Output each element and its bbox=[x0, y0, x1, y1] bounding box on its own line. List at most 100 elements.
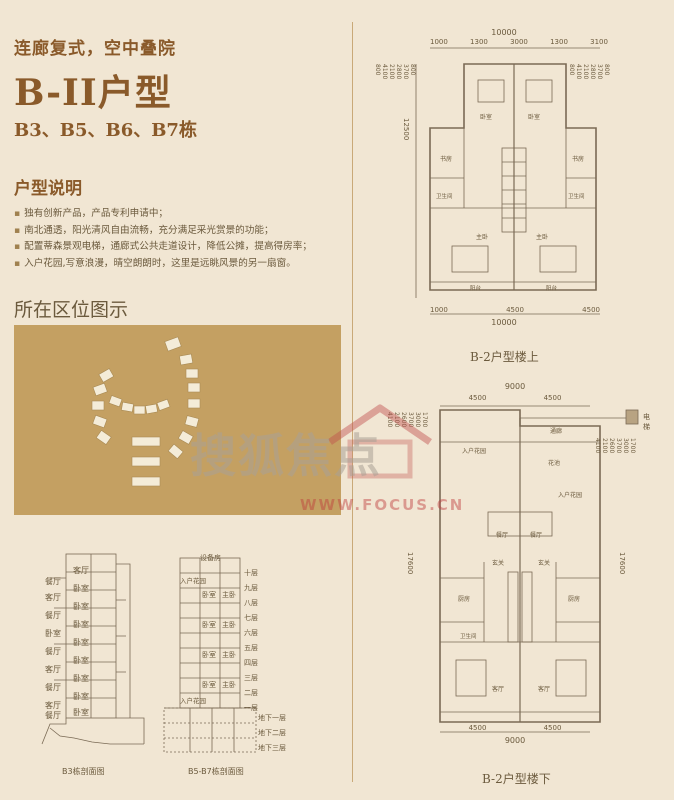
room-label: 餐厅 bbox=[45, 611, 61, 620]
watermark-cn: 搜狐焦点 bbox=[190, 429, 382, 483]
basement-label: 地下二层 bbox=[258, 729, 286, 737]
dim-value: 4500 bbox=[543, 724, 562, 732]
room-label: 卧室 bbox=[202, 651, 216, 659]
basement-label: 地下一层 bbox=[258, 714, 286, 722]
b3-room-labels: 客厅 餐厅 卧室 客厅 卧室 餐厅 卧室 卧室 卧室 餐厅 卧室 客厅 卧室 餐… bbox=[45, 554, 117, 720]
b3-section-caption: B3栋剖面图 bbox=[62, 767, 105, 776]
dim-value: 800 bbox=[409, 64, 416, 76]
dim-top-total: 9000 bbox=[504, 382, 526, 391]
dim-value: 4100 bbox=[594, 438, 601, 454]
room-label: 卧室 bbox=[73, 584, 89, 593]
dim-left-col: 800 3700 2800 2100 4100 800 bbox=[374, 64, 416, 298]
dim-value: 1000 bbox=[430, 306, 448, 314]
room-label: 客厅 bbox=[538, 686, 551, 693]
dim-bottom-total: 9000 bbox=[504, 736, 526, 745]
dim-bottom-row: 4500 4500 bbox=[440, 724, 590, 732]
dim-value: 2800 bbox=[589, 64, 596, 80]
floor-label: 十层 bbox=[244, 569, 258, 577]
dim-value: 4100 bbox=[381, 64, 388, 80]
room-label: 书房 bbox=[440, 156, 453, 163]
dim-left-total: 17600 bbox=[406, 552, 414, 575]
room-label: 餐厅 bbox=[45, 683, 61, 692]
room-label: 阳台 bbox=[470, 286, 482, 292]
room-label: 卧室 bbox=[480, 114, 493, 121]
subtitle: 连廊复式，空中叠院 bbox=[14, 39, 176, 59]
room-label: 客厅 bbox=[45, 701, 61, 710]
dim-right-total: 17600 bbox=[618, 552, 626, 575]
plan-upper-drawing bbox=[415, 47, 600, 315]
room-label: 主卧 bbox=[222, 621, 236, 629]
dim-value: 1700 bbox=[629, 438, 636, 454]
room-label: 卧室 bbox=[73, 674, 89, 683]
b5b7-room-grid: 入户花园 卧室 主卧 卧室 主卧 卧室 主卧 卧室 主卧 入户花园 bbox=[180, 573, 240, 723]
room-label: 餐厅 bbox=[530, 532, 543, 539]
room-label: 客厅 bbox=[73, 566, 89, 575]
dim-value: 4500 bbox=[543, 394, 562, 402]
b5b7-floor-labels: 十层 九层 八层 七层 六层 五层 四层 三层 二层 一层 bbox=[244, 566, 274, 716]
room-label: 卫生间 bbox=[568, 194, 585, 200]
room-label: 客厅 bbox=[45, 665, 61, 674]
room-label: 主卧 bbox=[536, 234, 549, 241]
plan-lower-caption: B-2户型楼下 bbox=[482, 772, 551, 786]
dim-top-total: 10000 bbox=[491, 28, 517, 37]
floor-label: 四层 bbox=[244, 659, 258, 667]
dim-value: 4500 bbox=[468, 724, 487, 732]
floor-label: 七层 bbox=[244, 614, 258, 622]
room-label: 餐厅 bbox=[45, 647, 61, 656]
plan-lower-drawing bbox=[439, 405, 639, 733]
dim-value: 3700 bbox=[615, 438, 622, 454]
location-map bbox=[14, 325, 341, 515]
dim-left-total: 12500 bbox=[402, 118, 410, 141]
watermark-house-icon bbox=[328, 404, 432, 479]
dim-value: 3000 bbox=[414, 412, 421, 428]
dim-value: 2100 bbox=[388, 64, 395, 80]
basement-label: 地下三层 bbox=[258, 744, 286, 752]
plan-upper: 10000 1000 1300 3000 1300 3100 bbox=[374, 28, 610, 328]
room-label: 餐厅 bbox=[496, 532, 509, 539]
dim-value: 1000 bbox=[430, 38, 448, 46]
room-label: 客厅 bbox=[45, 593, 61, 602]
room-label: 入户花园 bbox=[180, 697, 206, 705]
dim-value: 2600 bbox=[400, 412, 407, 428]
room-label: 卧室 bbox=[45, 629, 61, 638]
description-list: 独有创新产品，产品专利申请中； 南北通透，阳光清风自由流畅，充分满足采光赏景的功… bbox=[14, 206, 344, 272]
room-label: 卧室 bbox=[73, 602, 89, 611]
equipment-room-label: 设备房 bbox=[200, 554, 221, 562]
room-label: 卧室 bbox=[73, 708, 89, 717]
dim-top-row: 4500 4500 bbox=[440, 394, 590, 402]
b3-section-drawing bbox=[41, 553, 145, 745]
room-label: 主卧 bbox=[222, 651, 236, 659]
description-heading: 户型说明 bbox=[14, 179, 82, 199]
dim-value: 2800 bbox=[395, 64, 402, 80]
room-label: 卫生间 bbox=[436, 194, 453, 200]
floor-label: 二层 bbox=[244, 689, 258, 697]
dim-value: 4500 bbox=[468, 394, 487, 402]
dim-value: 3000 bbox=[510, 38, 528, 46]
floor-label: 九层 bbox=[244, 584, 258, 592]
dim-right-col: 1700 3000 3700 2600 2100 4100 bbox=[594, 438, 636, 722]
dim-value: 3700 bbox=[402, 64, 409, 80]
room-label: 阳台 bbox=[546, 286, 558, 292]
room-label: 卧室 bbox=[73, 638, 89, 647]
room-label: 餐厅 bbox=[45, 711, 61, 720]
elevator-label: 电梯 bbox=[643, 413, 650, 431]
model-title: B-II户型 bbox=[14, 72, 172, 114]
dim-value: 3000 bbox=[622, 438, 629, 454]
dim-value: 4100 bbox=[386, 412, 393, 428]
description-item: 独有创新产品，产品专利申请中； bbox=[14, 206, 344, 223]
building-list: B3、B5、B6、B7栋 bbox=[14, 120, 197, 141]
room-label: 卧室 bbox=[202, 681, 216, 689]
plan-lower: 9000 4500 4500 bbox=[386, 382, 650, 748]
room-label: 主卧 bbox=[476, 234, 489, 241]
room-label: 主卧 bbox=[222, 681, 236, 689]
room-label: 卧室 bbox=[202, 591, 216, 599]
dim-value: 3700 bbox=[407, 412, 414, 428]
description-item: 南北通透，阳光清风自由流畅，充分满足采光赏景的功能； bbox=[14, 223, 344, 240]
b5b7-basement-labels: 地下一层 地下二层 地下三层 bbox=[258, 711, 308, 756]
room-label: 主卧 bbox=[222, 591, 236, 599]
room-label: 入户花园 bbox=[180, 577, 206, 585]
room-label: 卧室 bbox=[73, 620, 89, 629]
location-heading: 所在区位图示 bbox=[14, 299, 129, 321]
dim-value: 3700 bbox=[596, 64, 603, 80]
dim-bottom-total: 10000 bbox=[491, 318, 517, 327]
